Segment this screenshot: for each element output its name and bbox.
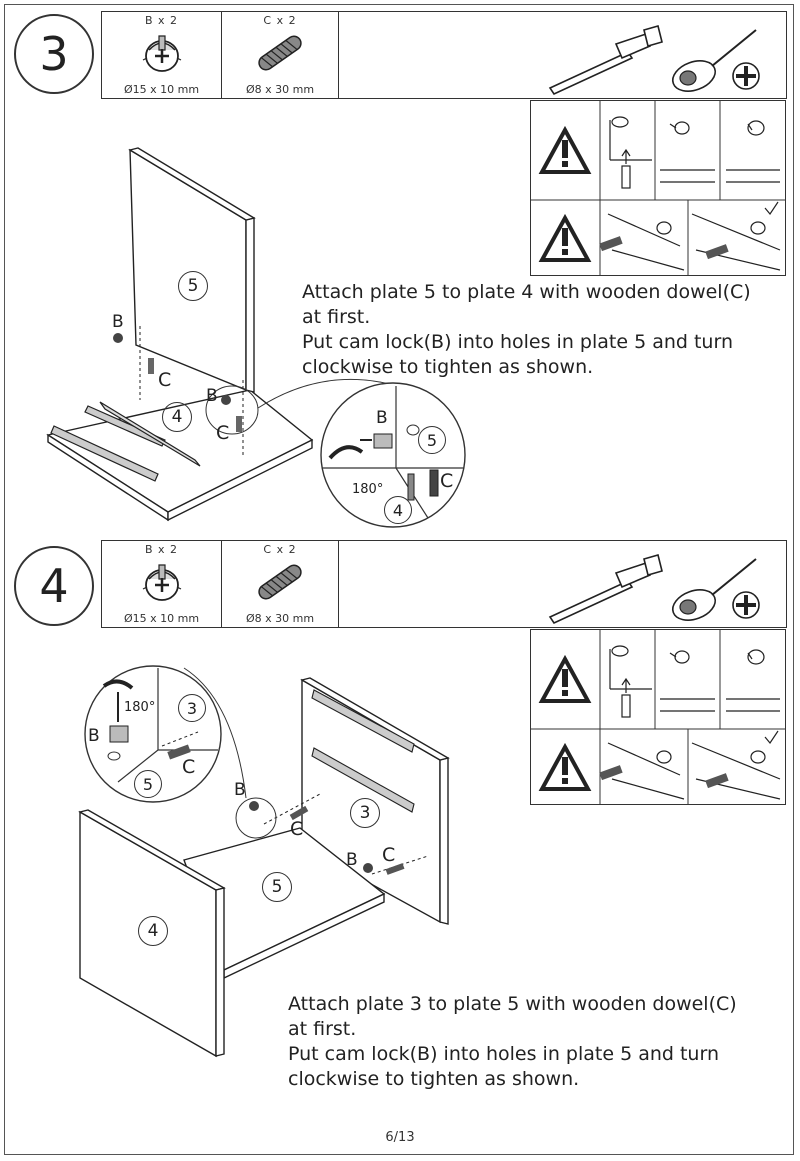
- zoom-plate-5-callout: 5: [134, 770, 162, 798]
- part-c-cell: C x 2 Ø8 x 30 mm: [222, 12, 339, 98]
- hammer-icon: [548, 25, 663, 96]
- part-c-cell: C x 2 Ø8 x 30 mm: [222, 541, 339, 627]
- part-b-label: B x 2: [144, 543, 179, 556]
- step-number-text: 4: [39, 559, 69, 613]
- part-b-cell: B x 2 Ø15 x 10 mm: [102, 12, 222, 98]
- plate-label: 5: [271, 877, 283, 897]
- zoom-cam-lock-label: B: [376, 408, 388, 428]
- zoom-plate-4-callout: 4: [384, 496, 412, 524]
- plate-label: 5: [426, 430, 438, 450]
- zoom-plate-3-callout: 3: [178, 694, 206, 722]
- warning-triangle-icon: [538, 654, 592, 703]
- part-c-label: C x 2: [263, 14, 297, 27]
- assembly-diagram-step-3: 5 4 B C B C: [40, 140, 480, 540]
- part-c-dimension: Ø8 x 30 mm: [245, 612, 315, 625]
- page-number: 6/13: [385, 1130, 415, 1145]
- cam-lock-icon: [137, 557, 187, 607]
- tools-step-3: [536, 16, 766, 96]
- zoom-detail-step-4: 180° 3 B 5 C: [78, 662, 228, 807]
- part-c-label: C x 2: [263, 543, 297, 556]
- dowel-label: C: [158, 369, 172, 391]
- hammer-icon: [548, 554, 663, 625]
- part-c-dimension: Ø8 x 30 mm: [245, 83, 315, 96]
- zoom-detail-step-3: B 5 180° 4 C: [318, 378, 468, 533]
- cam-lock-icon: [137, 28, 187, 78]
- instruction-text-step-4: Attach plate 3 to plate 5 with wooden do…: [288, 993, 737, 1090]
- cam-lock-label: B: [346, 850, 358, 870]
- plate-label: 5: [142, 774, 154, 794]
- plate-5-callout: 5: [178, 271, 208, 301]
- wooden-dowel-icon: [252, 557, 308, 607]
- dowel-label: C: [290, 818, 304, 840]
- cam-lock-label: B: [112, 312, 124, 332]
- part-b-label: B x 2: [144, 14, 179, 27]
- dowel-label: C: [382, 844, 396, 866]
- warning-panel-step-3: [530, 100, 786, 276]
- dowel-label: C: [216, 422, 230, 444]
- step-number-4: 4: [14, 546, 94, 626]
- part-b-cell: B x 2 Ø15 x 10 mm: [102, 541, 222, 627]
- cam-lock-label: B: [234, 780, 246, 800]
- zoom-dowel-label: C: [182, 756, 196, 778]
- wooden-dowel-icon: [252, 28, 308, 78]
- tools-step-4: [536, 545, 766, 625]
- warning-triangle-icon: [538, 213, 592, 262]
- plate-label: 4: [147, 921, 159, 941]
- zoom-dowel-label: C: [440, 470, 454, 492]
- plate-label: 5: [187, 276, 199, 296]
- zoom-plate-5-callout: 5: [418, 426, 446, 454]
- step-number-text: 3: [39, 27, 69, 81]
- page-frame: [4, 4, 794, 1155]
- plate-3-callout: 3: [350, 798, 380, 828]
- plate-label: 4: [392, 500, 404, 520]
- parts-bar-step-3: B x 2 Ø15 x 10 mm C x 2 Ø8 x 30 mm: [101, 11, 787, 99]
- warning-triangle-icon: [538, 742, 592, 791]
- parts-bar-step-4: B x 2 Ø15 x 10 mm C x 2 Ø8 x 30 mm: [101, 540, 787, 628]
- instruction-text-step-3: Attach plate 5 to plate 4 with wooden do…: [302, 281, 751, 378]
- warning-panel-step-4: [530, 629, 786, 805]
- rotation-angle-label: 180°: [352, 482, 384, 497]
- plate-4-callout: 4: [138, 916, 168, 946]
- part-b-dimension: Ø15 x 10 mm: [123, 83, 200, 96]
- plate-label: 3: [186, 698, 198, 718]
- part-b-dimension: Ø15 x 10 mm: [123, 612, 200, 625]
- plate-4-callout: 4: [162, 402, 192, 432]
- plate-5-callout: 5: [262, 872, 292, 902]
- phillips-screwdriver-icon: [671, 558, 760, 621]
- warning-triangle-icon: [538, 125, 592, 174]
- zoom-cam-lock-label: B: [88, 726, 100, 746]
- assembly-diagram-step-4: B C 3 5 4 B C: [74, 660, 474, 1060]
- phillips-screwdriver-icon: [671, 29, 760, 92]
- plate-label: 4: [171, 407, 183, 427]
- step-number-3: 3: [14, 14, 94, 94]
- plate-label: 3: [359, 803, 371, 823]
- rotation-angle-label: 180°: [124, 700, 156, 715]
- cam-lock-label: B: [206, 386, 218, 406]
